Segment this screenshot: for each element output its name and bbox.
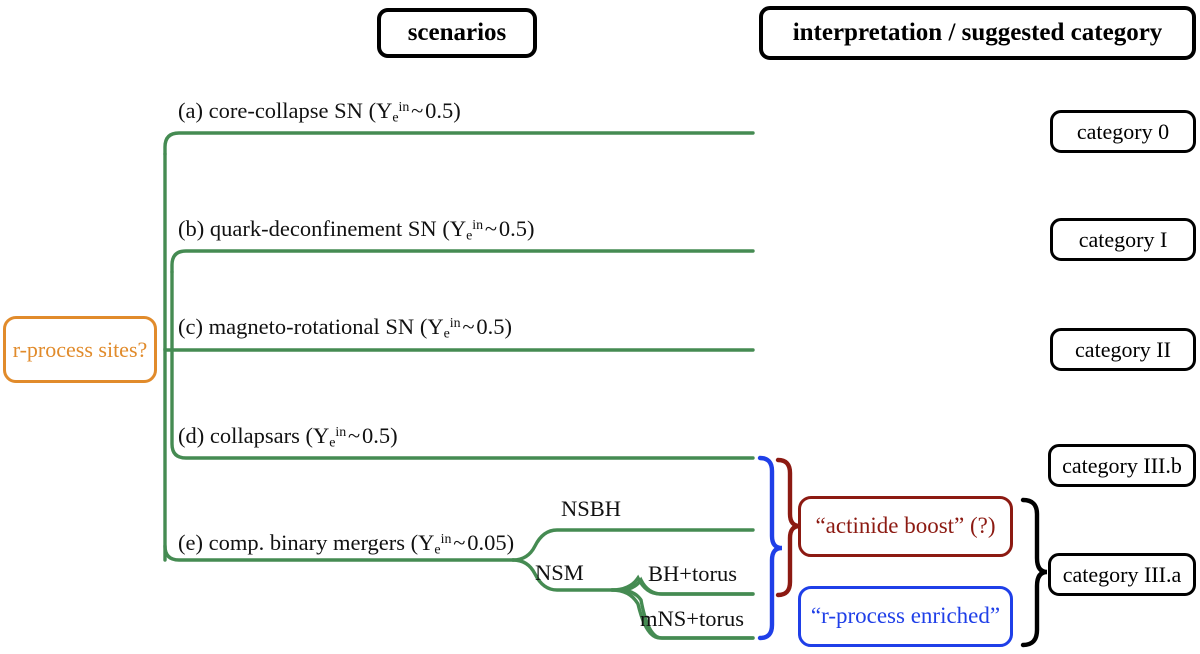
scenario-a-ye: Y	[376, 98, 393, 123]
category-I-label: category I	[1078, 226, 1168, 252]
scenario-b-ye-sup: in	[472, 218, 484, 234]
branch-e-line	[163, 544, 515, 562]
category-box-IIIb: category III.b	[1048, 444, 1196, 487]
scenario-c-name: magneto-rotational SN	[208, 314, 415, 339]
scenario-d-ye-sub: e	[329, 435, 336, 451]
scenario-c-ye-sub: e	[443, 326, 450, 342]
scenario-e-ye-sub: e	[434, 542, 441, 558]
red-brace	[775, 457, 801, 598]
scenario-e-ye-value: 0.05	[467, 530, 507, 555]
scenario-b-ye-value: 0.5	[498, 216, 527, 241]
fork-mns-torus	[610, 588, 755, 640]
scenario-b-prefix: (b)	[178, 216, 205, 241]
scenario-d-ye: Y	[312, 423, 330, 448]
subbranch-label-bh-torus: BH+torus	[648, 561, 737, 586]
scenario-label-b: (b) quark-deconfinement SN (Yein~0.5)	[178, 216, 535, 244]
scenario-c-ye-rel: ~	[462, 314, 475, 339]
branch-b-line	[170, 249, 755, 274]
category-IIIb-label: category III.b	[1062, 452, 1182, 478]
category-II-label: category II	[1075, 336, 1171, 362]
scenario-c-prefix: (c)	[178, 314, 203, 339]
subbranch-label-nsm: NSM	[535, 560, 584, 585]
scenario-label-e: (e) comp. binary mergers (Yein~0.05)	[178, 530, 515, 558]
subbranch-label-mns-torus: mNS+torus	[640, 606, 744, 631]
scenario-b-ye: Y	[449, 216, 467, 241]
header-scenarios: scenarios	[377, 8, 537, 58]
scenario-d-prefix: (d)	[178, 423, 205, 448]
scenario-label-c: (c) magneto-rotational SN (Yein~0.5)	[178, 314, 512, 342]
scenario-a-prefix: (a)	[178, 98, 203, 123]
header-scenarios-label: scenarios	[407, 18, 507, 46]
category-box-0: category 0	[1050, 110, 1196, 153]
scenario-e-prefix: (e)	[178, 530, 203, 555]
scenario-e-name: comp. binary mergers	[208, 530, 406, 555]
scenario-a-ye-sub: e	[392, 110, 399, 126]
source-box-label: r-process sites?	[12, 336, 148, 362]
fork-bh-torus	[610, 574, 755, 596]
category-0-label: category 0	[1076, 118, 1170, 144]
blue-brace	[757, 455, 783, 641]
branch-nsbh-line	[511, 528, 755, 562]
header-interpretation-label: interpretation / suggested category	[792, 18, 1163, 46]
scenario-label-d: (d) collapsars (Yein~0.5)	[178, 423, 398, 451]
scenario-e-ye: Y	[418, 530, 435, 555]
category-IIIa-label: category III.a	[1062, 561, 1182, 587]
scenario-c-ye-value: 0.5	[476, 314, 505, 339]
source-box-r-process-sites: r-process sites?	[3, 316, 157, 383]
scenario-c-ye-sup: in	[449, 316, 461, 332]
interpretation-box-actinide-boost: “actinide boost” (?)	[798, 496, 1013, 557]
scenario-a-name: core-collapse SN	[208, 98, 363, 123]
scenario-d-ye-value: 0.5	[362, 423, 391, 448]
black-brace	[1020, 497, 1048, 648]
interpretation-r-process-enriched-label: “r-process enriched”	[810, 603, 1001, 629]
scenario-d-ye-sup: in	[335, 425, 347, 441]
header-interpretation: interpretation / suggested category	[759, 6, 1196, 60]
branch-a-line	[163, 131, 755, 156]
scenario-a-ye-sup: in	[398, 100, 410, 116]
scenario-c-ye: Y	[427, 314, 444, 339]
branch-nsm-line	[511, 558, 622, 592]
scenario-d-name: collapsars	[209, 423, 300, 448]
interpretation-box-r-process-enriched: “r-process enriched”	[798, 586, 1013, 647]
scenario-label-a: (a) core-collapse SN (Yein~0.5)	[178, 98, 461, 126]
scenario-e-ye-rel: ~	[453, 530, 466, 555]
scenario-b-ye-rel: ~	[484, 216, 498, 241]
category-box-II: category II	[1050, 328, 1196, 371]
branch-d-line	[170, 348, 755, 460]
scenario-e-ye-sup: in	[440, 532, 452, 548]
scenario-a-ye-value: 0.5	[425, 98, 454, 123]
scenario-d-ye-rel: ~	[348, 423, 361, 448]
scenario-a-ye-rel: ~	[411, 98, 424, 123]
category-box-I: category I	[1050, 218, 1196, 261]
scenario-b-ye-sub: e	[466, 228, 473, 244]
interpretation-actinide-boost-label: “actinide boost” (?)	[815, 513, 996, 539]
category-box-IIIa: category III.a	[1048, 553, 1196, 596]
scenario-b-name: quark-deconfinement SN	[209, 216, 437, 241]
subbranch-label-nsbh: NSBH	[561, 496, 622, 521]
